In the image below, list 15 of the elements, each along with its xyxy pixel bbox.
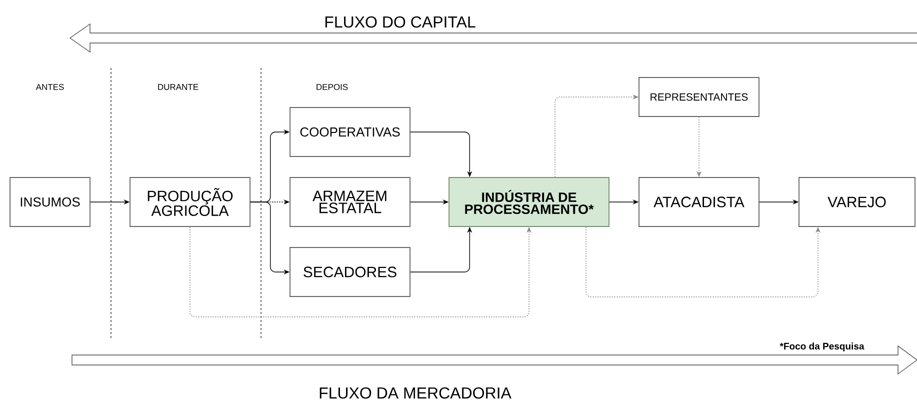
process-box: VAREJO	[798, 177, 916, 227]
process-box: PRODUÇÃO AGRICOLA	[130, 177, 250, 227]
label: DURANTE	[158, 84, 198, 90]
label: DEPOIS	[316, 84, 348, 90]
process-box: REPRESENTANTES	[638, 77, 760, 117]
process-box: ATACADISTA	[638, 177, 760, 227]
process-box: INSUMOS	[10, 177, 90, 227]
label: ANTES	[36, 84, 64, 90]
label: FLUXO DO CAPITAL	[325, 16, 476, 28]
highlighted-box: INDÚSTRIA DE PROCESSAMENTO*	[448, 177, 610, 227]
label: FLUXO DA MERCADORIA	[320, 387, 512, 399]
process-box: SECADORES	[290, 247, 410, 297]
label: *Foco da Pesquisa	[780, 342, 864, 352]
process-box: COOPERATIVAS	[290, 107, 410, 157]
process-box: ARMAZEM ESTATAL	[290, 177, 410, 227]
